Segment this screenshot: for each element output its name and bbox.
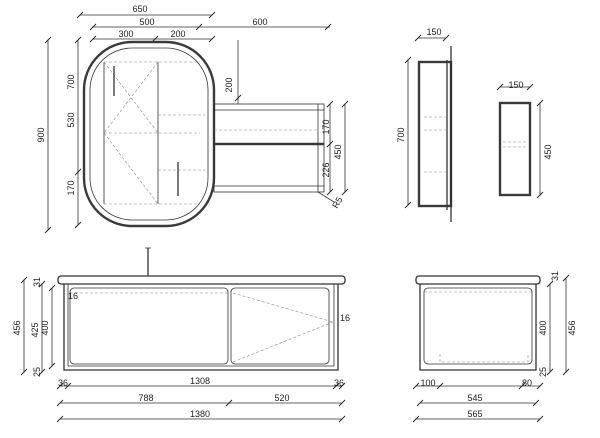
dim-side-456: 456 (567, 320, 577, 335)
dim-vanity-400: 400 (40, 320, 50, 335)
dim-height-530: 530 (66, 112, 76, 127)
dim-width-500: 500 (139, 17, 154, 27)
vanity-side: 400 31 25 456 100 80 545 565 (412, 271, 577, 423)
dim-vanity-25: 25 (32, 367, 42, 377)
vanity-front: 16 16 456 425 400 31 25 36 1308 36 788 5… (12, 247, 350, 423)
dim-side-100: 100 (420, 378, 435, 388)
dim-height-900: 900 (36, 127, 46, 142)
dim-cabinet-height-450: 450 (543, 144, 553, 159)
dim-vanity-788: 788 (138, 393, 153, 403)
side-view-cabinet: 150 450 (496, 80, 553, 199)
dim-width-600: 600 (252, 17, 267, 27)
dim-mirror-height-700: 700 (396, 127, 406, 142)
dim-width-200: 200 (170, 29, 185, 39)
dim-cabinet-depth-150: 150 (508, 80, 523, 90)
dim-side-25: 25 (538, 367, 548, 377)
dim-vanity-1308: 1308 (190, 376, 210, 386)
dim-height-170: 170 (66, 180, 76, 195)
side-view-mirror: 150 700 (396, 27, 453, 222)
dim-vanity-425: 425 (30, 322, 40, 337)
dim-shelf-450: 450 (333, 144, 343, 159)
dim-side-80: 80 (522, 378, 532, 388)
dim-side-545: 545 (467, 393, 482, 403)
dim-mirror-depth-150: 150 (426, 27, 441, 37)
dim-radius-r5: R5 (330, 195, 344, 210)
dim-side-565: 565 (467, 409, 482, 419)
dim-side-400: 400 (538, 320, 548, 335)
dim-height-700: 700 (66, 74, 76, 89)
dim-shelf-top-200: 200 (224, 77, 234, 92)
dim-side-31: 31 (550, 271, 560, 281)
dim-vanity-36-left: 36 (58, 378, 68, 388)
dim-vanity-520: 520 (274, 393, 289, 403)
dim-shelf-226: 226 (321, 162, 331, 177)
dim-vanity-36-right: 36 (334, 378, 344, 388)
dim-shelf-170: 170 (321, 119, 331, 134)
label-inner-16-right: 16 (340, 313, 350, 323)
dim-width-300: 300 (118, 29, 133, 39)
dim-width-650: 650 (132, 4, 147, 14)
dim-vanity-31: 31 (32, 277, 42, 287)
front-view: 650 500 600 300 200 900 700 530 170 (36, 4, 349, 234)
label-inner-16-left: 16 (68, 291, 78, 301)
dim-vanity-456: 456 (12, 320, 22, 335)
dim-vanity-1380: 1380 (190, 409, 210, 419)
